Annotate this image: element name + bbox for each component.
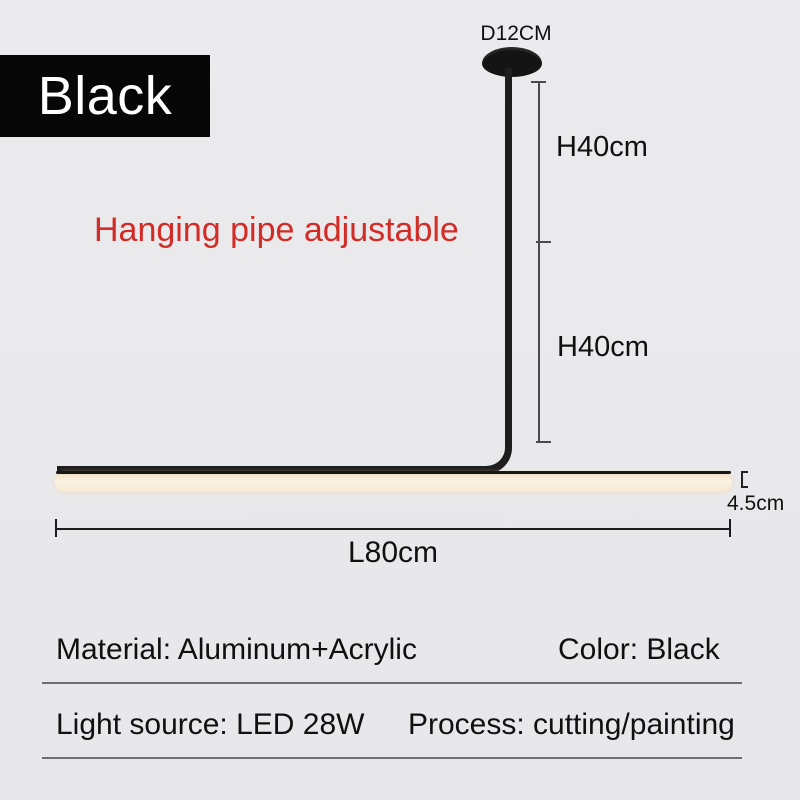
- adjustable-note: Hanging pipe adjustable: [94, 211, 459, 249]
- spec-material: Material: Aluminum+Acrylic: [56, 633, 417, 666]
- height-dimension-line: [538, 82, 540, 442]
- spec-light-source: Light source: LED 28W: [56, 708, 365, 741]
- height-lower-label: H40cm: [557, 331, 649, 363]
- bar-length-label: L80cm: [347, 536, 439, 569]
- canopy-diameter-label: D12CM: [480, 22, 552, 45]
- spec-divider-1: [42, 682, 742, 684]
- height-tick-middle: [536, 241, 551, 243]
- bar-thickness-label: 4.5cm: [727, 492, 785, 515]
- length-tick-right: [729, 519, 731, 537]
- height-tick-top: [531, 81, 546, 83]
- light-bar: [55, 472, 732, 492]
- height-upper-label: H40cm: [556, 131, 648, 163]
- spec-color: Color: Black: [558, 633, 720, 666]
- height-tick-bottom: [536, 441, 551, 443]
- bar-thickness-bracket: [741, 471, 748, 488]
- hanging-pipe: [57, 68, 512, 474]
- spec-divider-2: [42, 757, 742, 759]
- light-bar-top-edge: [56, 471, 731, 474]
- length-tick-left: [55, 519, 57, 537]
- length-dimension-line: [55, 528, 731, 530]
- spec-process: Process: cutting/painting: [408, 708, 735, 741]
